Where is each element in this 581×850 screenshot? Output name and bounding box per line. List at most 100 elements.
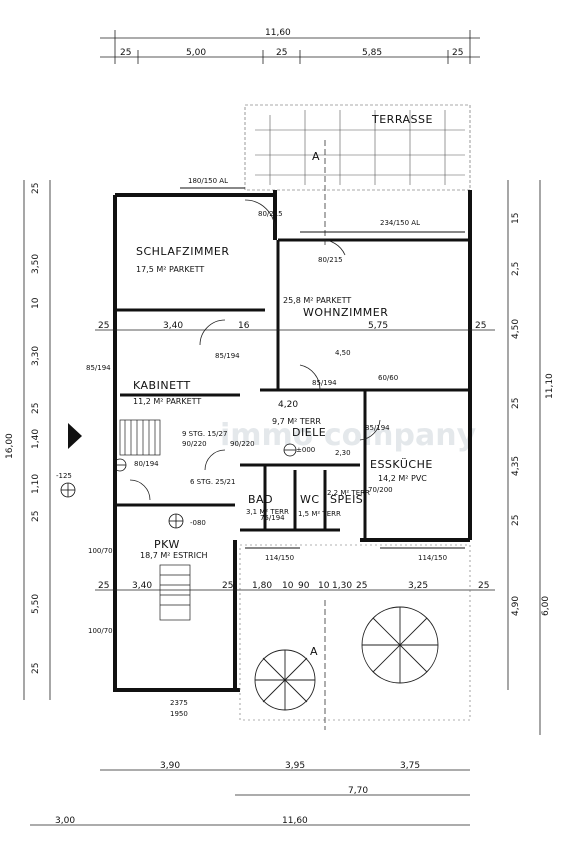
room-kabinett: KABINETT [133, 379, 191, 392]
dim-left-seg-6: 1,10 [31, 474, 41, 494]
room-diele-area: 9,7 M² TERR [272, 417, 321, 426]
dim-right-b-0: 4,90 [511, 596, 521, 616]
door-label-1: 85/194 [215, 352, 240, 360]
room-terrasse: TERRASSE [371, 113, 433, 126]
room-wc: WC [300, 493, 320, 506]
dim-left-seg-5: 1,40 [31, 429, 41, 449]
window-label-6: 85/194 [86, 364, 111, 372]
dim-right-total: 11,10 [545, 373, 555, 399]
dim-left-seg-0: 25 [31, 183, 41, 194]
level-label-1: -125 [56, 472, 72, 480]
garden-trees [254, 606, 439, 711]
dim-left-seg-1: 3,50 [31, 254, 41, 274]
door-label-7: 85/194 [365, 424, 390, 432]
window-label-7: 60/60 [378, 374, 398, 382]
window-label-3: 114/150 [418, 554, 447, 562]
door-label-0: 80/215 [258, 210, 283, 218]
door-label-3: 85/194 [312, 379, 337, 387]
level-label-2: -080 [190, 519, 206, 527]
room-pkw: PKW [154, 538, 180, 551]
door-label-5: 90/220 [230, 440, 255, 448]
window-label-5: 100/70 [88, 627, 113, 635]
window-label-2: 114/150 [265, 554, 294, 562]
room-bad: BAD [248, 493, 273, 506]
dim-right-a-0: 15 [511, 213, 521, 224]
window-label-1: 234/150 AL [380, 219, 420, 227]
dim-left-seg-2: 10 [31, 297, 41, 309]
dim-left-seg-3: 3,30 [31, 346, 41, 366]
stairs-label-2: 6 STG. 25/21 [190, 478, 235, 486]
interior-dimension-lines [95, 329, 495, 591]
level-label-4: 1950 [170, 710, 188, 718]
room-pkw-area: 18,7 M² ESTRICH [140, 551, 208, 560]
room-wohnzimmer-area: 25,8 M² PARKETT [283, 296, 351, 305]
level-label-6: 2,30 [335, 449, 351, 457]
dim-row-a-4: 25 [475, 321, 486, 331]
dim-bottom-row3-total: 11,60 [282, 816, 308, 826]
dim-row-a-0: 25 [98, 321, 109, 331]
room-bad-area: 3,1 M² TERR [246, 508, 289, 516]
door-label-4: 90/220 [182, 440, 207, 448]
level-label-3: 2375 [170, 699, 188, 707]
window-lines [180, 187, 465, 549]
dim-row-a-3: 5,75 [368, 321, 388, 331]
stairs-label-1: 9 STG. 15/27 [182, 430, 227, 438]
dim-row-a-2: 16 [238, 321, 250, 331]
section-marker-top: A [312, 150, 320, 163]
dim-row-a-1: 3,40 [163, 321, 183, 331]
dim-row-b-9: 3,25 [408, 581, 428, 591]
dim-row-b-5: 90 [298, 581, 310, 591]
dim-right-a-1: 2,5 [511, 262, 521, 276]
dim-row-b-1: 3,40 [132, 581, 152, 591]
dim-left-seg-9: 25 [31, 663, 41, 674]
dim-bottom-row3-left: 3,00 [55, 816, 75, 826]
garden-area [239, 544, 471, 721]
dim-right-a-4: 4,35 [511, 456, 521, 476]
outer-walls [113, 190, 472, 692]
room-wohnzimmer: WOHNZIMMER [303, 306, 388, 319]
stairs [119, 419, 191, 621]
dim-bottom-row2-0: 7,70 [348, 786, 368, 796]
interior-walls [115, 238, 470, 540]
dim-bottom-row1-1: 3,95 [285, 761, 305, 771]
dim-row-b-2: 25 [222, 581, 233, 591]
level-markers [60, 443, 297, 529]
dim-top-seg-4: 25 [452, 48, 463, 58]
room-schlafzimmer: SCHLAFZIMMER [136, 245, 230, 258]
dim-right-a-5: 25 [511, 515, 521, 526]
left-dimension-labels: 16,00 25 3,50 10 3,30 25 1,40 1,10 25 5,… [5, 183, 41, 674]
level-label-5: 4,50 [335, 349, 351, 357]
dim-top-seg-1: 5,00 [186, 48, 206, 58]
door-label-2: 80/215 [318, 256, 343, 264]
room-speis: SPEIS [330, 493, 363, 506]
dim-row-b-0: 25 [98, 581, 109, 591]
dim-row-b-8: 25 [356, 581, 367, 591]
left-dimension-lines [23, 180, 51, 700]
dim-right-a-3: 25 [511, 398, 521, 409]
dim-top-seg-3: 5,85 [362, 48, 382, 58]
dim-left-seg-4: 25 [31, 403, 41, 414]
room-schlafzimmer-area: 17,5 M² PARKETT [136, 265, 204, 274]
dim-row-b-10: 25 [478, 581, 489, 591]
room-esskueche: ESSKÜCHE [370, 458, 433, 471]
room-wc-area: 1,5 M² TERR [298, 510, 341, 518]
dim-row-b-4: 10 [282, 581, 294, 591]
room-speis-area: 2,2 M² TERR [327, 489, 370, 497]
dim-row-b-7: 1,30 [332, 581, 352, 591]
watermark: immo company [220, 418, 477, 453]
door-label-8: 75/194 [260, 514, 285, 522]
dim-bottom-row1-2: 3,75 [400, 761, 420, 771]
window-label-4: 100/70 [88, 547, 113, 555]
dim-row-b-6: 10 [318, 581, 330, 591]
door-label-9: 70/200 [368, 486, 393, 494]
dim-right-a-2: 4,50 [511, 319, 521, 339]
dim-left-seg-7: 25 [31, 511, 41, 522]
top-dimension-lines [100, 30, 480, 64]
dim-right-b-1: 6,00 [541, 596, 551, 616]
dim-left-seg-8: 5,50 [31, 594, 41, 614]
terrace-grid [244, 104, 471, 191]
room-kabinett-area: 11,2 M² PARKETT [133, 397, 201, 406]
bottom-dimension-lines [30, 769, 470, 826]
dim-top-seg-0: 25 [120, 48, 131, 58]
